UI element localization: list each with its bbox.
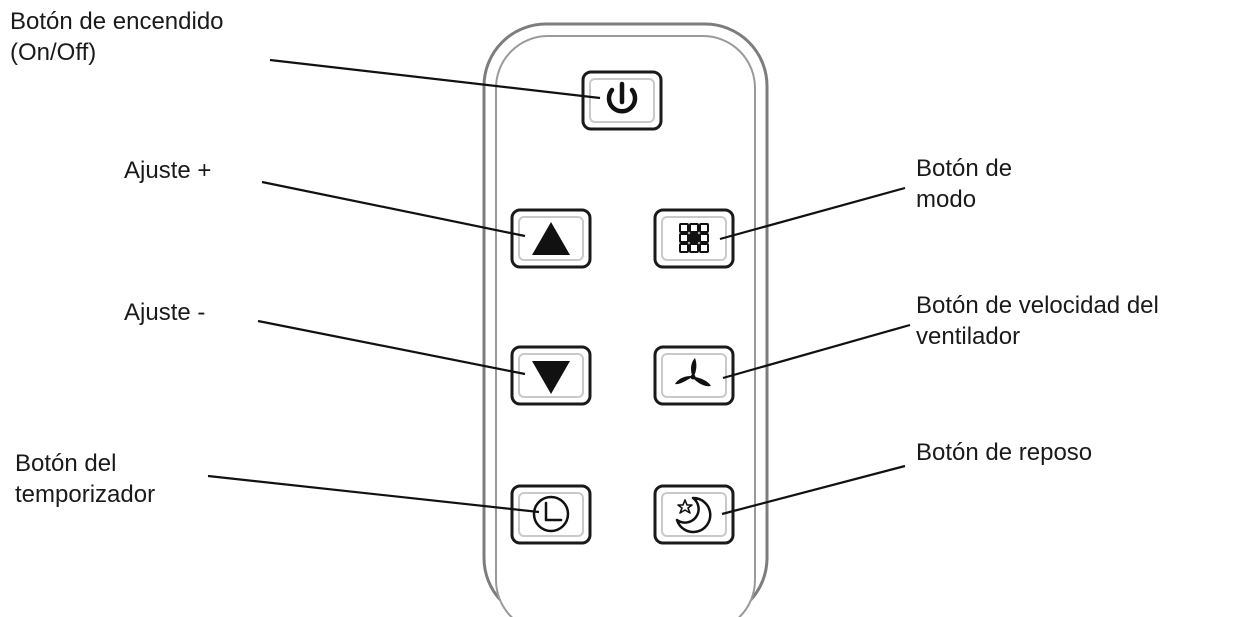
label-timer-line1: Botón del — [15, 450, 117, 477]
sleep-button[interactable] — [653, 484, 735, 545]
triangle-up-icon — [532, 222, 570, 255]
remote-body — [482, 22, 769, 617]
label-power-line2: (On/Off) — [10, 39, 97, 66]
label-fan-line2: ventilador — [916, 323, 1021, 350]
label-fan-line1: Botón de velocidad del — [916, 292, 1159, 319]
label-adjust-down: Ajuste - — [124, 297, 205, 328]
label-mode-button: Botón de modo — [916, 153, 1012, 215]
label-adjust-up: Ajuste + — [124, 155, 211, 186]
triangle-down-icon — [532, 361, 570, 394]
label-timer-button: Botón del temporizador — [15, 448, 155, 510]
clock-icon — [532, 495, 570, 533]
leader-fan — [722, 323, 911, 380]
leader-up — [261, 180, 526, 238]
label-power-button: Botón de encendido (On/Off) — [10, 6, 224, 68]
power-icon — [606, 81, 638, 114]
label-up-line1: Ajuste + — [124, 157, 212, 184]
label-timer-line2: temporizador — [15, 481, 156, 508]
label-down-line1: Ajuste - — [124, 299, 206, 326]
mode-grid-icon — [679, 223, 709, 253]
label-mode-line2: modo — [916, 186, 977, 213]
label-fan-speed-button: Botón de velocidad del ventilador — [916, 290, 1159, 352]
fan-icon — [675, 358, 711, 387]
moon-star-icon — [675, 496, 712, 534]
label-power-line1: Botón de encendido — [10, 8, 224, 35]
fan-speed-button[interactable] — [653, 345, 735, 406]
leader-lines — [207, 58, 911, 516]
leader-down — [257, 319, 526, 376]
leader-sleep — [721, 464, 906, 516]
label-sleep-line1: Botón de reposo — [916, 439, 1093, 466]
timer-button[interactable] — [510, 484, 592, 545]
mode-button[interactable] — [653, 208, 735, 269]
label-mode-line1: Botón de — [916, 155, 1013, 182]
leader-timer — [207, 474, 540, 514]
adjust-up-button[interactable] — [510, 208, 592, 269]
label-sleep-button: Botón de reposo — [916, 437, 1092, 468]
leader-power — [269, 58, 601, 100]
leader-mode — [719, 186, 906, 241]
adjust-down-button[interactable] — [510, 345, 592, 406]
power-button[interactable] — [581, 70, 663, 131]
